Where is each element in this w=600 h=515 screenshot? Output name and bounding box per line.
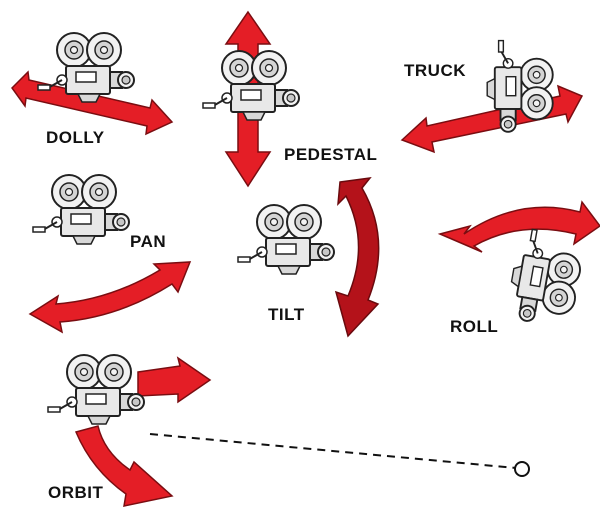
pan-arrow: [28, 261, 192, 334]
roll-group: [437, 200, 600, 330]
orbit-arrow-top: [137, 356, 212, 404]
pedestal-group: [202, 10, 300, 188]
tilt-label: TILT: [268, 305, 305, 324]
orbit-target-icon: [514, 461, 530, 477]
pan-group: [28, 174, 192, 334]
dolly-arrow: [11, 70, 174, 136]
dolly-label: DOLLY: [46, 128, 105, 147]
truck-group: [400, 39, 584, 154]
orbit-group: [47, 354, 530, 507]
movie-camera-icon: [32, 174, 130, 245]
orbit-path-line: [149, 433, 517, 469]
roll-label: ROLL: [450, 317, 499, 336]
dolly-group: [11, 32, 174, 136]
orbit-label: ORBIT: [48, 483, 104, 502]
movie-camera-icon: [47, 354, 145, 425]
pedestal-label: PEDESTAL: [284, 145, 378, 164]
movie-camera-icon: [237, 204, 335, 275]
truck-label: TRUCK: [404, 61, 466, 80]
orbit-arrow-bottom: [74, 425, 174, 507]
roll-arrow: [437, 200, 600, 253]
tilt-group: [237, 177, 380, 338]
pan-label: PAN: [130, 232, 167, 251]
tilt-arrow: [334, 177, 380, 338]
movie-camera-icon: [202, 50, 300, 121]
